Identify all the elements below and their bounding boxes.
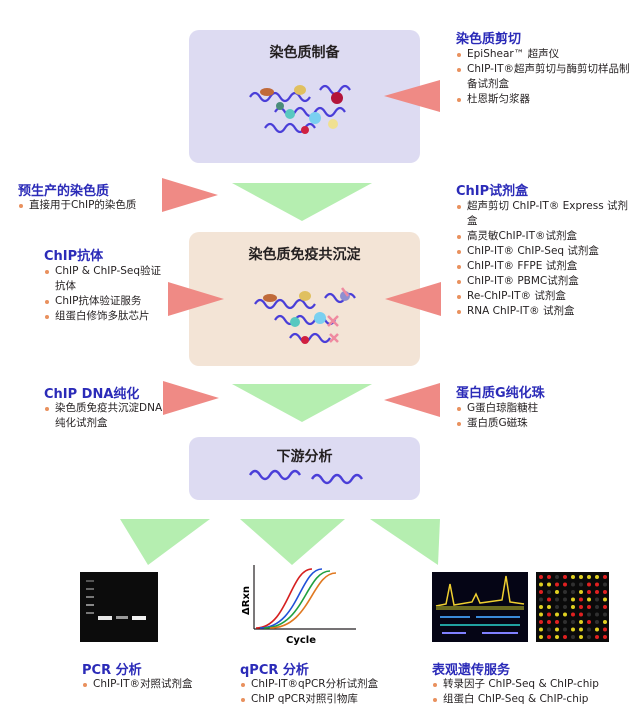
list-item: ChIP-IT®超声剪切与酶剪切样品制备试剂盒 <box>456 62 634 92</box>
dna-purification-heading: ChIP DNA纯化 <box>44 387 140 402</box>
list-item: 超声剪切 ChIP-IT® Express 试剂盒 <box>456 199 632 229</box>
pcr-gel-image <box>80 572 158 642</box>
list-item: ChIP-IT® FFPE 试剂盒 <box>456 259 632 274</box>
branch-arrows-icon <box>120 519 440 565</box>
input-arrow-right-icon <box>168 282 224 316</box>
list-item: 组蛋白 ChIP-Seq & ChIP-chip <box>432 692 632 707</box>
shearing-heading: 染色质剪切 <box>456 32 522 47</box>
downstream-analysis-box: 下游分析 <box>189 437 420 500</box>
input-arrow-left-icon <box>385 282 441 316</box>
chip-antibodies-heading: ChIP抗体 <box>44 249 104 264</box>
list-item: Re-ChIP-IT® 试剂盒 <box>456 289 632 304</box>
input-arrow-left-icon <box>384 383 440 417</box>
chip-seq-track-image <box>432 572 528 642</box>
downstream-analysis-title: 下游分析 <box>276 449 333 465</box>
epigenetics-services-list: 转录因子 ChIP-Seq & ChIP-chip 组蛋白 ChIP-Seq &… <box>432 677 632 707</box>
prepared-chromatin-heading: 预生产的染色质 <box>18 184 110 199</box>
pcr-analysis-list: ChIP-IT®对照试剂盒 <box>82 677 232 692</box>
qpcr-curves-chart: ΔRxn Cycle <box>241 565 356 646</box>
list-item: 组蛋白修饰多肽芯片 <box>44 309 164 324</box>
list-item: EpiShear™ 超声仪 <box>456 47 634 62</box>
list-item: 直接用于ChIP的染色质 <box>18 198 168 213</box>
protein-g-beads-list: G蛋白琼脂糖柱 蛋白质G磁珠 <box>456 401 626 431</box>
list-item: ChIP-IT®qPCR分析试剂盒 <box>240 677 410 692</box>
chip-kits-list: 超声剪切 ChIP-IT® Express 试剂盒 高灵敏ChIP-IT®试剂盒… <box>456 199 632 319</box>
dna-purification-list: 染色质免疫共沉淀DNA纯化试剂盒 <box>44 401 164 431</box>
qpcr-y-axis-label: ΔRxn <box>241 586 252 615</box>
chromatin-prep-title: 染色质制备 <box>269 45 340 61</box>
list-item: ChIP qPCR对照引物库 <box>240 692 410 707</box>
shearing-list: EpiShear™ 超声仪 ChIP-IT®超声剪切与酶剪切样品制备试剂盒 杜恩… <box>456 47 634 107</box>
list-item: 染色质免疫共沉淀DNA纯化试剂盒 <box>44 401 164 431</box>
list-item: RNA ChIP-IT® 试剂盒 <box>456 304 632 319</box>
input-arrow-right-icon <box>162 178 218 212</box>
list-item: ChIP-IT® ChIP-Seq 试剂盒 <box>456 244 632 259</box>
flow-arrow-down-icon <box>232 183 372 221</box>
qpcr-analysis-heading: qPCR 分析 <box>240 663 309 678</box>
dna-fragments-illustration <box>248 469 364 485</box>
flow-arrow-down-icon <box>232 384 372 422</box>
chip-title: 染色质免疫共沉淀 <box>248 247 361 263</box>
qpcr-x-axis-label: Cycle <box>286 635 316 646</box>
prepared-chromatin-list: 直接用于ChIP的染色质 <box>18 198 168 213</box>
list-item: 蛋白质G磁珠 <box>456 416 626 431</box>
chip-kits-heading: ChIP试剂盒 <box>456 184 529 199</box>
chromatin-prep-box: 染色质制备 <box>189 30 420 163</box>
input-arrow-left-icon <box>384 80 440 112</box>
chip-chip-microarray-image <box>536 572 609 642</box>
list-item: ChIP抗体验证服务 <box>44 294 164 309</box>
input-arrow-right-icon <box>163 381 219 415</box>
pcr-analysis-heading: PCR 分析 <box>82 663 142 678</box>
chip-antibodies-list: ChIP & ChIP-Seq验证抗体 ChIP抗体验证服务 组蛋白修饰多肽芯片 <box>44 264 164 324</box>
list-item: ChIP & ChIP-Seq验证抗体 <box>44 264 164 294</box>
list-item: ChIP-IT®对照试剂盒 <box>82 677 232 692</box>
epigenetics-services-heading: 表观遗传服务 <box>432 663 511 678</box>
list-item: G蛋白琼脂糖柱 <box>456 401 626 416</box>
chromatin-illustration <box>249 84 351 134</box>
qpcr-analysis-list: ChIP-IT®qPCR分析试剂盒 ChIP qPCR对照引物库 <box>240 677 410 707</box>
list-item: ChIP-IT® PBMC试剂盒 <box>456 274 632 289</box>
protein-g-beads-heading: 蛋白质G纯化珠 <box>456 386 545 401</box>
list-item: 杜恩斯匀浆器 <box>456 92 634 107</box>
list-item: 转录因子 ChIP-Seq & ChIP-chip <box>432 677 632 692</box>
list-item: 高灵敏ChIP-IT®试剂盒 <box>456 229 632 244</box>
immunoprecipitation-illustration <box>254 287 356 344</box>
